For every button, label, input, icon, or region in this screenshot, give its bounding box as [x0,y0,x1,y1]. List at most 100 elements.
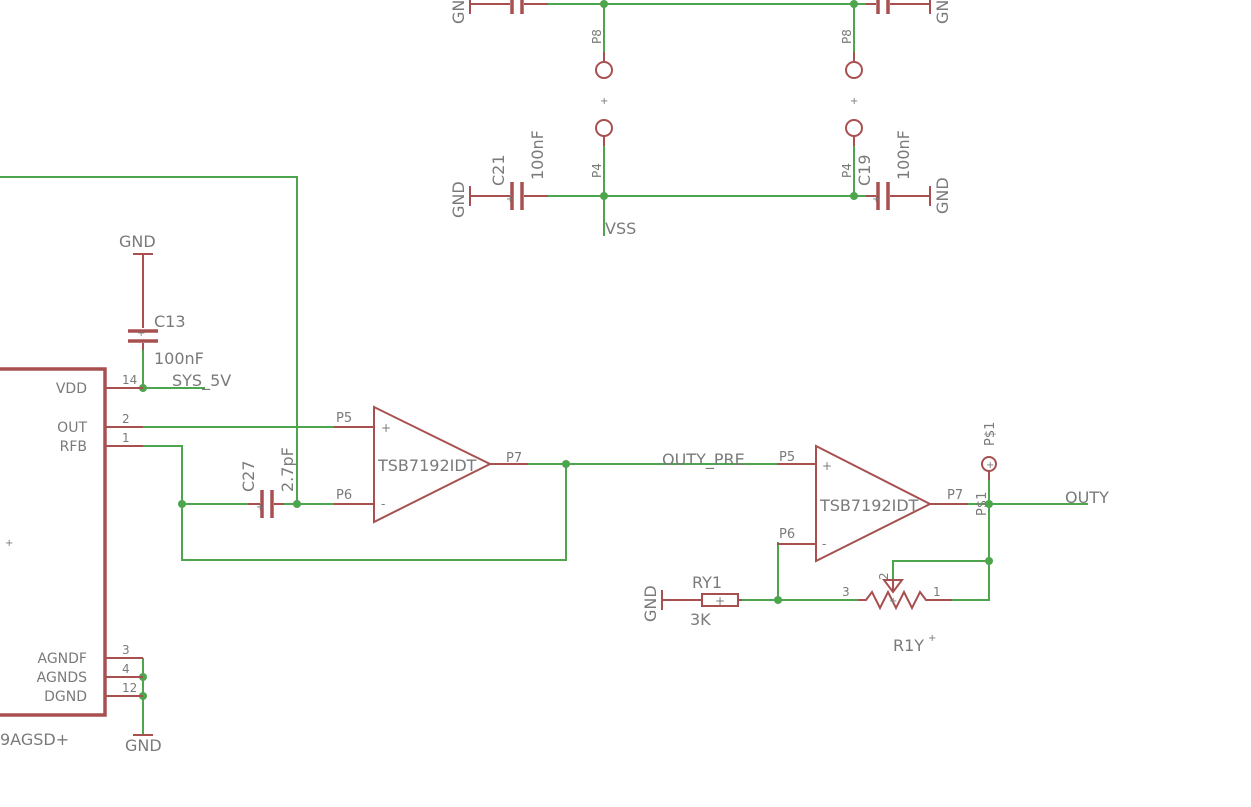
terminal-left: + P8 P4 [590,29,613,178]
opamp-triangle [815,444,933,563]
gnd-label: GND [641,585,660,622]
ic-name: 9AGSD+ [0,730,69,749]
wire-ps1-pot [952,480,990,601]
ic-pin-name: DGND [44,689,87,705]
resistor-ry1: + GND RY1 3K [641,573,742,629]
pot-zigzag [858,589,952,611]
capacitor-c19: + C19 100nF GND [855,130,952,214]
plus-sign: + [986,460,994,471]
capacitor-top-left: GND [449,0,548,24]
capacitor-top-right: GND [866,0,952,24]
junction [562,460,570,468]
testpoint-name: P$1 [983,422,998,446]
ic-pin-number: 4 [122,662,130,676]
opamp-minus: - [822,537,826,551]
ic-body [0,367,107,717]
pin-p6-label: P6 [336,488,352,503]
junction [178,500,186,508]
ic-pin-name: AGNDS [37,670,87,686]
c19-value: 100nF [894,130,913,180]
capacitor-c13: GND + C13 100nF [119,232,204,368]
c21-value: 100nF [528,130,547,180]
ic-pin-stubs [105,387,143,697]
pin-p8-label: P8 [590,29,604,44]
plus-sign: + [715,594,725,608]
ry1-value: 3K [690,610,711,629]
plus-sign: + [137,328,145,339]
ic-pin-name: RFB [60,439,87,455]
wire-pot-wiper [892,560,989,580]
plus-sign: + [850,96,858,107]
opamp-pins [334,426,528,505]
gnd-label: GND [933,177,952,214]
ic-pin-number: 3 [122,643,130,657]
ry1-name: RY1 [692,573,722,592]
testpoint-pin-label: P$1 [975,492,990,516]
c27-value: 2.7pF [278,447,297,492]
opamp-minus: - [381,497,385,511]
junction [985,557,993,565]
pin-p7-label: P7 [947,488,963,503]
opamp-u2-name: TSB7192IDT [819,496,919,515]
gnd-label: GND [933,0,952,24]
c13-value: 100nF [154,349,204,368]
plus-sign: + [256,502,264,513]
junction [850,192,858,200]
plus-sign: + [5,538,13,549]
pin-p5-label: P5 [336,411,352,426]
opamp-plus: + [822,459,832,473]
plus-sign: + [872,194,880,205]
junctions [139,0,993,700]
ic-pin-number: 14 [122,373,137,387]
gnd-label: GND [449,0,468,24]
net-outy-pre-label: OUTY_PRE [662,450,745,470]
opamp-plus: + [381,421,391,435]
junction [600,192,608,200]
capacitor-c21: + GND C21 100nF [449,130,548,218]
plus-sign: + [889,596,897,607]
net-outy-label: OUTY [1065,488,1109,507]
c27-name: C27 [239,460,258,492]
ic-pin-number: 12 [122,681,137,695]
ic-pin-name: VDD [56,381,87,397]
testpoint-ps1: + P$1 P$1 [975,422,998,516]
plus-sign: + [928,633,936,644]
junction [850,0,858,8]
wire-rfb-loop [143,445,567,561]
ic-pin-name: AGNDF [38,651,88,667]
pot-pin-label: 1 [933,585,941,599]
r1y-name: R1Y [893,636,924,655]
junction [985,500,993,508]
c19-name: C19 [855,154,874,186]
gnd-label: GND [125,736,162,755]
pot-pin-label: 2 [877,572,891,580]
junction [293,500,301,508]
gnd-label: GND [449,181,468,218]
vss-label: VSS [605,219,636,238]
pin-p4-label: P4 [840,163,854,178]
c13-name: C13 [154,312,186,331]
pin-p5-label: P5 [779,450,795,465]
gnd-label: GND [119,232,156,251]
dac-ic: + 9AGSD+ VDD 14 OUT 2 RFB 1 AGNDF 3 AGND… [0,367,162,755]
opamp-triangle [373,405,493,524]
c21-name: C21 [489,154,508,186]
capacitor-c27: + C27 2.7pF [239,447,297,518]
plus-sign: + [600,96,608,107]
junction [600,0,608,8]
wires [0,3,1088,735]
opamp-u1-name: TSB7192IDT [377,456,477,475]
opamp-pins [777,463,968,545]
potentiometer-r1y: 3 1 2 + R1Y + [842,572,952,655]
sys5v-label: SYS_5V [172,371,231,391]
pot-wiper-arrow [882,579,904,594]
junction [774,596,782,604]
wire-feedback-long [0,176,298,504]
ic-pin-number: 2 [122,412,130,426]
pin-p4-label: P4 [590,163,604,178]
terminal-right: + P8 P4 [840,29,863,178]
pin-p8-label: P8 [840,29,854,44]
opamp-u2: + - P5 P6 P7 TSB7192IDT [777,444,968,563]
ic-pin-name: OUT [57,420,87,436]
